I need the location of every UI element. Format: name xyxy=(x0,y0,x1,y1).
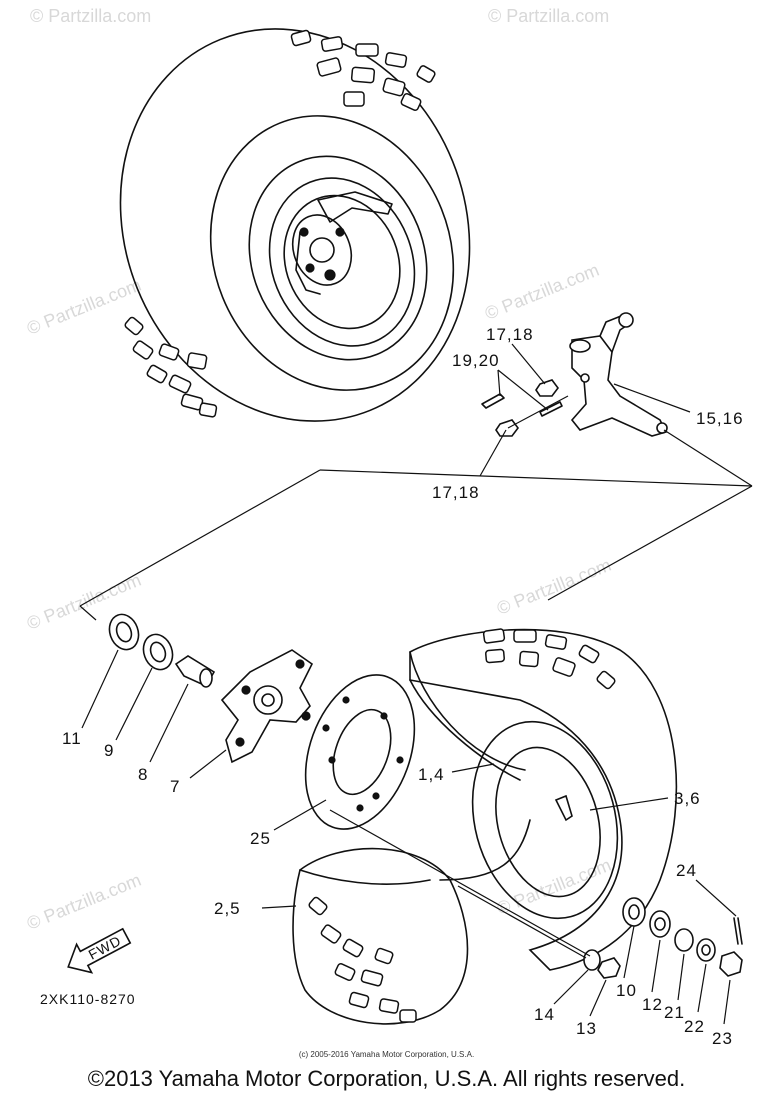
part-label: 22 xyxy=(684,1017,705,1036)
rim-outer xyxy=(248,155,428,361)
nut-23 xyxy=(719,951,743,977)
rim-well xyxy=(283,194,401,330)
part-label: 10 xyxy=(616,981,637,1000)
watermark: © Partzilla.com xyxy=(30,6,151,26)
watermark: © Partzilla.com xyxy=(482,260,602,324)
spacer-8 xyxy=(174,655,216,688)
diagram-code: 2XK110-8270 xyxy=(40,991,136,1007)
oil-seal-11 xyxy=(108,613,140,651)
part-labels: 17,18 19,20 15,16 17,18 11 9 8 7 1,4 3,6… xyxy=(62,325,744,1048)
leader-lines-bottom xyxy=(81,649,737,1025)
rim-inner xyxy=(268,177,416,347)
part-label: 8 xyxy=(138,765,148,784)
watermark: © Partzilla.com xyxy=(24,275,144,339)
part-label: 12 xyxy=(642,995,663,1014)
part-label: 1,4 xyxy=(418,765,445,784)
part-label: 24 xyxy=(676,861,697,880)
watermark: © Partzilla.com xyxy=(494,555,614,619)
part-label: 17,18 xyxy=(432,483,480,502)
leader-lines-top xyxy=(479,343,691,477)
part-label: 7 xyxy=(170,777,180,796)
nuts-pins-group xyxy=(481,379,563,437)
steering-knuckle xyxy=(569,312,668,437)
part-label: 9 xyxy=(104,741,114,760)
bearing-9 xyxy=(142,633,174,671)
part-label: 2,5 xyxy=(214,899,241,918)
fwd-arrow-icon: FWD xyxy=(67,927,132,974)
washer-22 xyxy=(696,938,716,962)
washer-14 xyxy=(583,949,601,971)
footer-copyright: ©2013 Yamaha Motor Corporation, U.S.A. A… xyxy=(87,1066,686,1091)
hub-detail xyxy=(291,191,393,295)
small-copyright: (c) 2005-2016 Yamaha Motor Corporation, … xyxy=(298,1050,475,1059)
tread-blocks xyxy=(482,628,616,690)
watermark: © Partzilla.com xyxy=(488,6,609,26)
part-label: 25 xyxy=(250,829,271,848)
part-label: 23 xyxy=(712,1029,733,1048)
part-label: 11 xyxy=(62,729,82,748)
part-label: 21 xyxy=(664,1003,685,1022)
exploded-tire xyxy=(292,628,678,1025)
watermark: © Partzilla.com xyxy=(24,870,144,934)
part-label: 13 xyxy=(576,1019,597,1038)
seal-12 xyxy=(649,910,671,938)
nut-13 xyxy=(597,957,621,979)
brake-disc-25 xyxy=(304,674,416,830)
assembly-bracket xyxy=(79,429,753,621)
hub-7 xyxy=(220,649,314,764)
part-label: 3,6 xyxy=(674,789,701,808)
bearing-10 xyxy=(622,897,646,927)
tread-blocks xyxy=(308,896,417,1023)
tire-outer xyxy=(119,28,471,422)
collar-21 xyxy=(674,928,694,952)
part-label: 14 xyxy=(534,1005,555,1024)
tire-sidewall xyxy=(209,115,455,391)
tread-blocks xyxy=(124,29,436,418)
fwd-label: FWD xyxy=(86,932,124,963)
assembled-wheel xyxy=(119,28,471,422)
cotter-pin-24 xyxy=(733,917,743,945)
part-label: 15,16 xyxy=(696,409,744,428)
part-label: 19,20 xyxy=(452,351,500,370)
part-label: 17,18 xyxy=(486,325,534,344)
